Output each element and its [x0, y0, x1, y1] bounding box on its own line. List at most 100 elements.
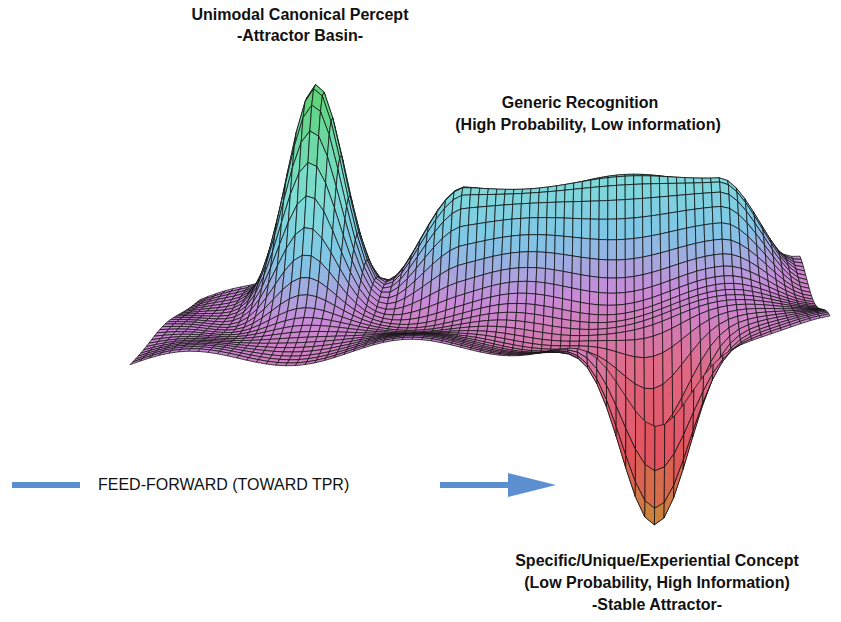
mesh-cell [616, 278, 625, 294]
mesh-cell [527, 281, 536, 294]
mesh-cell [745, 300, 755, 305]
mesh-cell [669, 230, 678, 250]
mesh-cell [668, 195, 677, 213]
mesh-cell [545, 283, 554, 297]
mesh-cell [544, 295, 553, 308]
mesh-cell [476, 222, 486, 242]
mesh-cell [625, 184, 634, 199]
mesh-cell [790, 321, 801, 327]
mesh-cell [554, 253, 563, 271]
mesh-cell [725, 283, 735, 289]
mesh-cell [723, 254, 733, 267]
trough-subtitle: (Low Probability, High Information) [524, 574, 789, 592]
mesh-cell [634, 257, 643, 276]
mesh-cell [713, 239, 722, 255]
mesh-cell [556, 190, 565, 202]
mesh-cell [723, 266, 733, 276]
mesh-cell [529, 218, 538, 235]
mesh-cell [488, 320, 498, 326]
mesh-cell [462, 188, 472, 196]
mesh-cell [554, 284, 563, 298]
mesh-cell [519, 354, 529, 355]
mesh-cell [599, 239, 608, 259]
mesh-cell [577, 349, 587, 358]
mesh-cell [668, 183, 677, 196]
mesh-cell [678, 228, 687, 248]
mesh-cell [703, 193, 712, 208]
mesh-cell [704, 224, 713, 242]
mesh-cell [800, 318, 811, 323]
peak-title: Unimodal Canonical Percept [192, 6, 409, 24]
mesh-cell [590, 258, 599, 277]
mesh-cell [535, 294, 544, 306]
mesh-cell [548, 349, 558, 351]
mesh-cell [573, 218, 582, 238]
mesh-cell [644, 356, 653, 388]
mesh-cell [561, 341, 571, 346]
mesh-cell [599, 178, 608, 187]
mesh-cell [547, 191, 556, 203]
mesh-cell [441, 341, 452, 345]
mesh-cell [539, 351, 549, 353]
mesh-cell [536, 282, 545, 295]
mesh-cell [608, 260, 617, 278]
mesh-cell [705, 255, 714, 269]
mesh-cell [545, 269, 554, 285]
mesh-cell [617, 176, 626, 185]
mesh-cell [625, 238, 634, 259]
mesh-cell [555, 235, 564, 254]
mesh-cell [616, 292, 625, 305]
mesh-cell [590, 239, 599, 260]
mesh-cell [580, 329, 589, 335]
mesh-cell [490, 352, 500, 355]
mesh-cell [695, 208, 704, 226]
mesh-cell [422, 338, 433, 341]
mesh-cell [608, 200, 617, 219]
mesh-cell [751, 335, 761, 340]
mesh-cell [616, 332, 625, 341]
mesh-cell [480, 350, 490, 353]
mesh-cell [608, 240, 617, 260]
mesh-cell [556, 202, 565, 218]
mesh-cell [703, 364, 713, 391]
mesh-cell [686, 209, 695, 228]
mesh-cell [599, 259, 608, 278]
mesh-cell [590, 201, 599, 219]
mesh-cell [725, 289, 735, 295]
mesh-cell [634, 237, 643, 258]
mesh-cell [393, 337, 404, 340]
mesh-cell [517, 293, 527, 304]
mesh-cell [511, 235, 520, 253]
mesh-cell [510, 354, 520, 355]
mesh-cell [582, 201, 591, 219]
mesh-cell [461, 345, 472, 349]
mesh-cell [468, 224, 478, 245]
mesh-cell [652, 234, 661, 255]
mesh-cell [607, 293, 616, 305]
mesh-cell [625, 291, 634, 304]
mesh-cell [651, 215, 660, 236]
mesh-cell [552, 326, 562, 335]
mesh-cell [572, 273, 581, 290]
mesh-cell [521, 203, 530, 218]
trough-title: Specific/Unique/Experiential Concept [515, 552, 799, 570]
mesh-cell [712, 192, 721, 207]
mesh-cell [571, 321, 580, 330]
mesh-cell [634, 176, 643, 185]
mesh-cell [715, 266, 725, 277]
mesh-cell [468, 326, 478, 330]
mesh-cell [521, 193, 530, 204]
mesh-cell [492, 270, 502, 286]
mesh-cell [616, 219, 625, 240]
mesh-cell [634, 198, 643, 217]
mesh-cell [721, 206, 730, 224]
mesh-cell [696, 241, 705, 258]
mesh-cell [608, 185, 617, 200]
mesh-cell [607, 333, 616, 340]
mesh-cell [507, 312, 517, 320]
mesh-cell [608, 278, 617, 293]
mesh-cell [431, 339, 442, 343]
mesh-cell [526, 304, 536, 315]
